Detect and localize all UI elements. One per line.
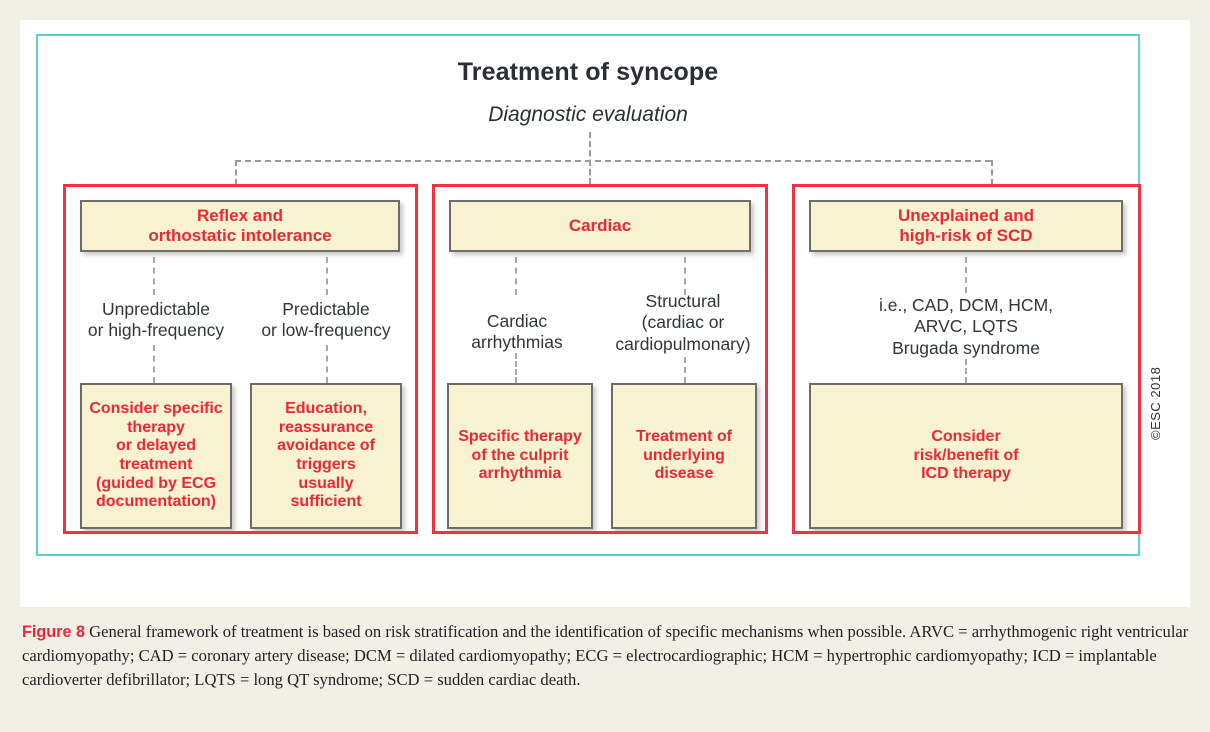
header-box-cardiac: Cardiac bbox=[449, 200, 751, 252]
action-box-specific-therapy-arrhythmia: Specific therapy of the culprit arrhythm… bbox=[447, 383, 593, 529]
header-box-reflex-line1: Reflex and bbox=[197, 206, 283, 226]
header-box-reflex: Reflex and orthostatic intolerance bbox=[80, 200, 400, 252]
connector-reflex-branch-left-upper bbox=[153, 257, 155, 295]
header-box-unexplained: Unexplained and high-risk of SCD bbox=[809, 200, 1123, 252]
label-unpredictable-line2: or high-frequency bbox=[87, 320, 225, 341]
action-underlying-line3: disease bbox=[654, 465, 714, 483]
figure-number: Figure 8 bbox=[22, 623, 85, 641]
copyright-label: ©ESC 2018 bbox=[1148, 366, 1163, 440]
connector-drop-right bbox=[991, 160, 993, 185]
diagram-subtitle: Diagnostic evaluation bbox=[488, 103, 688, 126]
action-box-treatment-underlying-disease: Treatment of underlying disease bbox=[611, 383, 757, 529]
connector-cardiac-branch-left-upper bbox=[515, 257, 517, 295]
action-education-line4: triggers bbox=[296, 456, 356, 473]
label-unpredictable-line1: Unpredictable bbox=[102, 299, 210, 319]
header-box-unexplained-line1: Unexplained and bbox=[897, 206, 1035, 226]
group-cardiac: Cardiac Cardiac arrhythmias Structural (… bbox=[432, 184, 768, 534]
action-icd-line1: Consider bbox=[931, 428, 1001, 446]
action-consider-line6: documentation) bbox=[96, 493, 216, 511]
action-icd-line3: ICD therapy bbox=[921, 465, 1011, 483]
action-icd-line2: risk/benefit of bbox=[913, 446, 1019, 464]
action-education-line5: usually bbox=[298, 474, 354, 492]
action-consider-line5: (guided by ECG bbox=[96, 474, 216, 492]
label-unpredictable-high-frequency: Unpredictable or high-frequency bbox=[72, 299, 240, 342]
group-reflex-orthostatic: Reflex and orthostatic intolerance Unpre… bbox=[63, 184, 418, 534]
connector-reflex-branch-left-lower bbox=[153, 345, 155, 383]
connector-drop-left bbox=[235, 160, 237, 185]
label-structural-line3: cardiopulmonary) bbox=[615, 333, 751, 354]
label-cardiac-arrhythmias-line1: Cardiac bbox=[486, 311, 548, 331]
figure-caption: Figure 8 General framework of treatment … bbox=[22, 620, 1190, 691]
connector-root-vertical bbox=[589, 132, 591, 184]
label-predictable-low-frequency: Predictable or low-frequency bbox=[244, 299, 408, 342]
label-cardiac-arrhythmias: Cardiac arrhythmias bbox=[439, 311, 595, 354]
connector-reflex-branch-right-lower bbox=[326, 345, 328, 383]
action-specific-therapy-line2: of the culprit bbox=[471, 446, 569, 464]
header-box-reflex-line2: orthostatic intolerance bbox=[148, 226, 332, 245]
label-predictable-line2: or low-frequency bbox=[261, 320, 391, 341]
action-box-education-reassurance: Education, reassurance avoidance of trig… bbox=[250, 383, 402, 529]
action-specific-therapy-line1: Specific therapy bbox=[458, 428, 582, 446]
connector-reflex-branch-right-upper bbox=[326, 257, 328, 295]
diagram-title: Treatment of syncope bbox=[457, 58, 719, 86]
label-scd-line2: ARVC, LQTS bbox=[914, 316, 1018, 337]
action-education-line3: avoidance of bbox=[277, 437, 375, 455]
figure-caption-text: General framework of treatment is based … bbox=[22, 622, 1189, 689]
header-box-cardiac-label: Cardiac bbox=[568, 216, 632, 236]
group-unexplained-high-risk-scd: Unexplained and high-risk of SCD i.e., C… bbox=[792, 184, 1141, 534]
connector-cardiac-branch-right-lower bbox=[684, 357, 686, 383]
connector-cardiac-branch-left-lower bbox=[515, 353, 517, 383]
action-box-consider-specific-therapy: Consider specific therapy or delayed tre… bbox=[80, 383, 232, 529]
action-consider-line3: or delayed bbox=[115, 437, 197, 455]
action-specific-therapy-line3: arrhythmia bbox=[478, 465, 562, 483]
label-predictable-line1: Predictable bbox=[282, 299, 370, 319]
label-structural-line2: (cardiac or bbox=[641, 312, 725, 333]
connector-drop-middle bbox=[589, 160, 591, 185]
action-education-line1: Education, bbox=[285, 400, 367, 418]
label-structural-cardiopulmonary: Structural (cardiac or cardiopulmonary) bbox=[597, 291, 769, 355]
label-scd-etiologies: i.e., CAD, DCM, HCM, ARVC, LQTS Brugada … bbox=[805, 295, 1127, 359]
action-consider-line2: therapy bbox=[127, 418, 185, 436]
action-education-line6: sufficient bbox=[290, 493, 362, 511]
action-education-line2: reassurance bbox=[278, 418, 374, 436]
connector-unexplained-lower bbox=[965, 359, 967, 383]
connector-cardiac-branch-right-upper bbox=[684, 257, 686, 295]
action-consider-line1: Consider specific bbox=[89, 400, 223, 418]
action-consider-line4: treatment bbox=[119, 456, 193, 473]
diagram-cyan-frame: Treatment of syncope Diagnostic evaluati… bbox=[36, 34, 1141, 556]
label-structural-line1: Structural bbox=[645, 291, 721, 311]
label-cardiac-arrhythmias-line2: arrhythmias bbox=[471, 332, 563, 353]
connector-horizontal-bus bbox=[235, 160, 991, 162]
connector-unexplained-upper bbox=[965, 257, 967, 293]
label-scd-line1: i.e., CAD, DCM, HCM, bbox=[878, 295, 1054, 315]
header-box-unexplained-line2: high-risk of SCD bbox=[899, 226, 1033, 245]
action-underlying-line2: underlying bbox=[643, 446, 725, 464]
label-scd-line3: Brugada syndrome bbox=[892, 337, 1040, 358]
action-underlying-line1: Treatment of bbox=[635, 428, 732, 446]
action-box-consider-icd-therapy: Consider risk/benefit of ICD therapy bbox=[809, 383, 1123, 529]
